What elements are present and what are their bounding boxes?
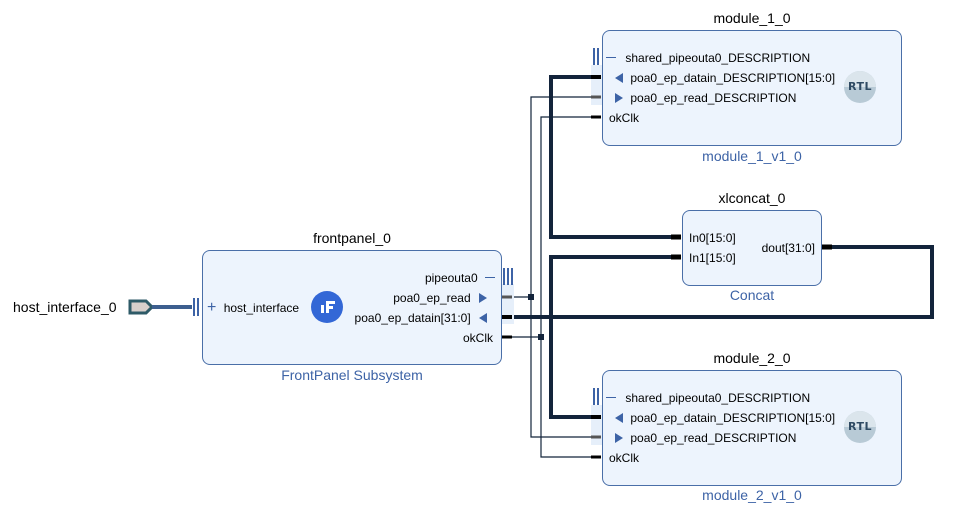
external-port-icon[interactable] [128, 299, 155, 315]
concat-block[interactable]: In0[15:0] In1[15:0] dout[31:0] [682, 210, 822, 286]
concat-instance-name: xlconcat_0 [718, 190, 786, 206]
module1-block[interactable]: shared_pipeouta0_DESCRIPTION poa0_ep_dat… [602, 30, 902, 146]
pin-poa0-ep-read[interactable]: poa0_ep_read_DESCRIPTION [615, 431, 796, 445]
frontpanel-logo-icon [311, 291, 343, 323]
frontpanel-block[interactable]: + host_interface pipeouta0 poa0_ep_read … [202, 250, 502, 365]
external-port-label[interactable]: host_interface_0 [13, 299, 117, 315]
module2-datain-net[interactable] [549, 255, 680, 419]
interface-pin-icon [606, 57, 616, 58]
module1-instance-name: module_1_0 [713, 10, 791, 26]
interface-pin-icon [606, 397, 616, 398]
input-arrow-icon [615, 413, 623, 423]
pin-stubs [501, 48, 832, 459]
pin-poa0-ep-datain[interactable]: poa0_ep_datain_DESCRIPTION[15:0] [615, 71, 835, 85]
pin-in1[interactable]: In1[15:0] [689, 251, 736, 265]
pin-poa0-ep-datain[interactable]: poa0_ep_datain_DESCRIPTION[15:0] [615, 411, 835, 425]
pin-okclk[interactable]: okClk [609, 111, 640, 125]
frontpanel-instance-name: frontpanel_0 [313, 230, 391, 246]
pin-pipeouta0[interactable]: pipeouta0 [425, 271, 495, 285]
output-arrow-icon [479, 293, 487, 303]
module2-block[interactable]: shared_pipeouta0_DESCRIPTION poa0_ep_dat… [602, 370, 902, 486]
rtl-badge-icon: RTL [844, 71, 876, 103]
pin-poa0-ep-datain[interactable]: poa0_ep_datain[31:0] [355, 311, 487, 325]
module1-datain-net[interactable] [549, 75, 680, 239]
expand-icon[interactable]: + [207, 299, 217, 316]
input-arrow-icon [615, 73, 623, 83]
pin-okclk[interactable]: okClk [462, 331, 493, 345]
host-interface-net[interactable] [128, 298, 199, 316]
frontpanel-type-name: FrontPanel Subsystem [281, 367, 423, 383]
pin-host-interface[interactable]: + host_interface [207, 299, 300, 316]
input-arrow-icon [479, 313, 487, 323]
pin-shared-pipeouta0[interactable]: shared_pipeouta0_DESCRIPTION [606, 51, 810, 65]
pin-shared-pipeouta0[interactable]: shared_pipeouta0_DESCRIPTION [606, 391, 810, 405]
pin-okclk[interactable]: okClk [609, 451, 640, 465]
module2-instance-name: module_2_0 [713, 350, 791, 366]
pin-poa0-ep-read[interactable]: poa0_ep_read [393, 291, 487, 305]
module1-type-name: module_1_v1_0 [702, 148, 802, 164]
concat-type-name: Concat [729, 287, 775, 303]
pin-in0[interactable]: In0[15:0] [689, 231, 736, 245]
pin-dout[interactable]: dout[31:0] [761, 241, 815, 255]
pin-poa0-ep-read[interactable]: poa0_ep_read_DESCRIPTION [615, 91, 796, 105]
output-arrow-icon [615, 93, 623, 103]
interface-pin-icon [485, 277, 495, 278]
rtl-badge-icon: RTL [844, 411, 876, 443]
module2-type-name: module_2_v1_0 [702, 487, 802, 503]
datain-bus-net[interactable] [502, 245, 934, 319]
output-arrow-icon [615, 433, 623, 443]
